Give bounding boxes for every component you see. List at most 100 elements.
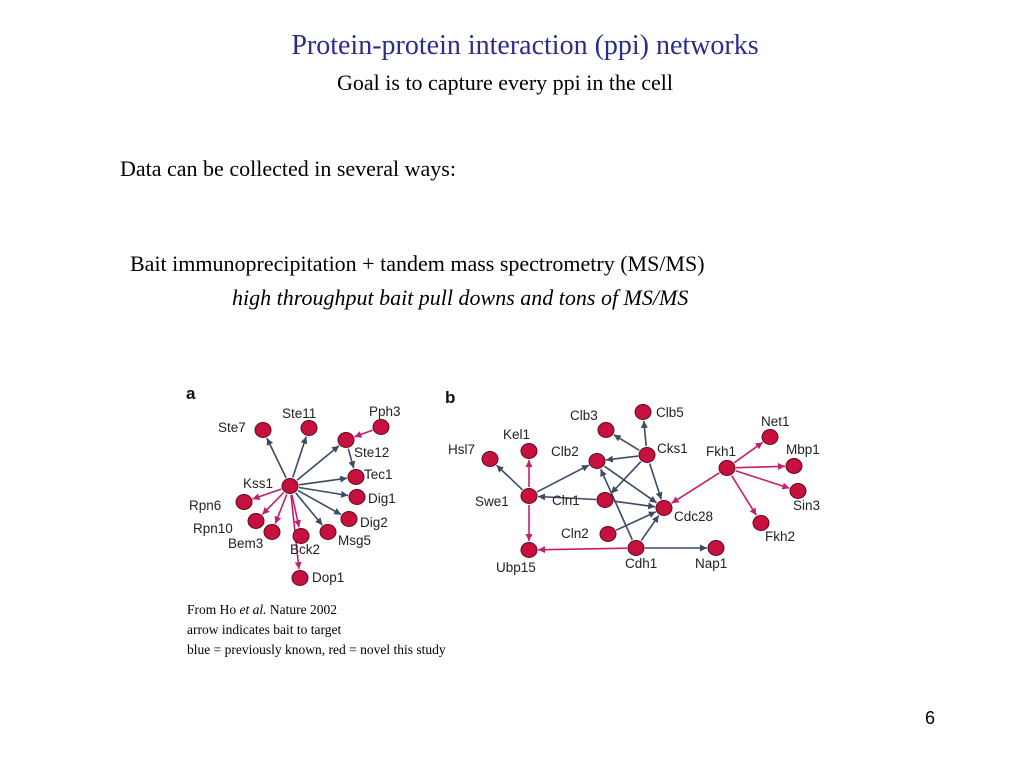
node-clb2: Clb2 [551, 444, 606, 469]
node-label: Cln2 [561, 526, 589, 541]
node-label: Nap1 [695, 556, 727, 571]
node-ste11: Ste11 [282, 406, 318, 436]
node-clb3: Clb3 [570, 408, 615, 438]
node-circle [372, 419, 390, 435]
node-label: Clb2 [551, 444, 579, 459]
edge-cln1-to-cdc28 [613, 500, 656, 510]
node-bem3: Bem3 [228, 524, 281, 551]
panel-label-b: b [445, 388, 455, 407]
node-fkh1: Fkh1 [706, 444, 736, 476]
node-label: Kss1 [243, 476, 273, 491]
node-circle [789, 483, 807, 499]
node-label: Msg5 [338, 533, 371, 548]
caption-arrow-note: arrow indicates bait to target [187, 622, 342, 637]
node-circle [481, 451, 499, 467]
node-rpn6: Rpn6 [189, 494, 253, 513]
edge-cks1-to-cdc28 [648, 463, 663, 500]
node-label: Dig2 [360, 515, 388, 530]
node-circle [597, 422, 615, 438]
node-circle [520, 488, 538, 504]
node-circle [300, 420, 318, 436]
node-label: Ste11 [282, 406, 316, 421]
method-detail: high throughput bait pull downs and tons… [232, 285, 689, 310]
caption-color-note: blue = previously known, red = novel thi… [187, 642, 446, 657]
node-cks1: Cks1 [638, 441, 688, 463]
edge-cdh1-to-clb2 [599, 468, 634, 541]
node-label: Swe1 [475, 494, 509, 509]
edge-kss1-to-rpn6 [252, 488, 282, 501]
node-circle [627, 540, 645, 556]
edge-cks1-to-clb2 [605, 455, 639, 463]
node-label: Bem3 [228, 536, 263, 551]
node-circle [655, 500, 673, 516]
node-label: Fkh1 [706, 444, 736, 459]
node-ste7: Ste7 [218, 420, 272, 438]
edge-kss1-to-ste12 [296, 445, 340, 481]
node-circle [520, 542, 538, 558]
node-label: Mbp1 [786, 442, 820, 457]
node-swe1: Swe1 [475, 488, 538, 509]
node-label: Pph3 [369, 404, 401, 419]
edge-swe1-to-clb2 [536, 464, 590, 493]
node-rpn10: Rpn10 [193, 513, 265, 536]
node-label: Clb3 [570, 408, 598, 423]
node-circle [291, 570, 309, 586]
node-circle [319, 524, 337, 540]
node-circle [707, 540, 725, 556]
edge-kss1-to-bck2 [291, 494, 301, 528]
node-label: Clb5 [656, 405, 684, 420]
node-label: Dig1 [368, 491, 396, 506]
node-hsl7: Hsl7 [448, 442, 499, 467]
node-circle [596, 492, 614, 508]
edge-kss1-to-ste7 [266, 437, 287, 479]
node-dig1: Dig1 [348, 489, 396, 506]
node-circle [638, 447, 656, 463]
node-cln2: Cln2 [561, 526, 617, 542]
edge-kss1-to-rpn10 [261, 491, 285, 516]
node-cln1: Cln1 [552, 492, 614, 508]
node-kel1: Kel1 [503, 427, 538, 459]
node-dig2: Dig2 [340, 511, 388, 530]
caption-source: From Ho et al. Nature 2002 [187, 600, 446, 620]
edge-ste12-to-tec1 [347, 448, 356, 469]
node-circle [235, 494, 253, 510]
edge-fkh1-to-mbp1 [735, 463, 786, 470]
node-label: Ste12 [354, 445, 389, 460]
node-pph3: Pph3 [369, 404, 401, 435]
node-circle [599, 526, 617, 542]
slide-subtitle: Goal is to capture every ppi in the cell [337, 70, 673, 95]
edge-pph3-to-ste12 [354, 429, 373, 438]
caption-source-suffix: Nature 2002 [266, 602, 337, 617]
node-label: Dop1 [312, 570, 344, 585]
node-label: Net1 [761, 414, 790, 429]
node-circle [520, 443, 538, 459]
caption-source-italic: et al. [239, 602, 267, 617]
edge-cln1-to-swe1 [537, 493, 597, 501]
node-clb5: Clb5 [634, 404, 684, 420]
node-net1: Net1 [761, 414, 790, 445]
node-cdh1: Cdh1 [625, 540, 657, 571]
edge-kss1-to-dig2 [297, 489, 342, 516]
edge-kss1-to-dig1 [298, 486, 349, 498]
node-circle [588, 453, 606, 469]
node-circle [348, 489, 366, 505]
node-circle [281, 478, 299, 494]
node-circle [292, 528, 310, 544]
edge-cks1-to-cln1 [610, 461, 642, 494]
figure-caption: From Ho et al. Nature 2002 arrow indicat… [187, 600, 446, 660]
node-label: Rpn10 [193, 521, 233, 536]
node-fkh2: Fkh2 [752, 515, 795, 544]
edge-fkh1-to-sin3 [735, 470, 790, 490]
edge-clb2-to-cdc28 [603, 465, 658, 504]
node-label: Kel1 [503, 427, 530, 442]
node-circle [254, 422, 272, 438]
node-nap1: Nap1 [695, 540, 727, 571]
node-sin3: Sin3 [789, 483, 820, 513]
slide-title: Protein-protein interaction (ppi) networ… [291, 30, 759, 61]
node-dop1: Dop1 [291, 570, 344, 586]
edge-kss1-to-msg5 [295, 492, 323, 526]
node-label: Sin3 [793, 498, 820, 513]
node-label: Cln1 [552, 493, 580, 508]
node-circle [752, 515, 770, 531]
edge-cdh1-to-ubp15 [537, 546, 628, 554]
